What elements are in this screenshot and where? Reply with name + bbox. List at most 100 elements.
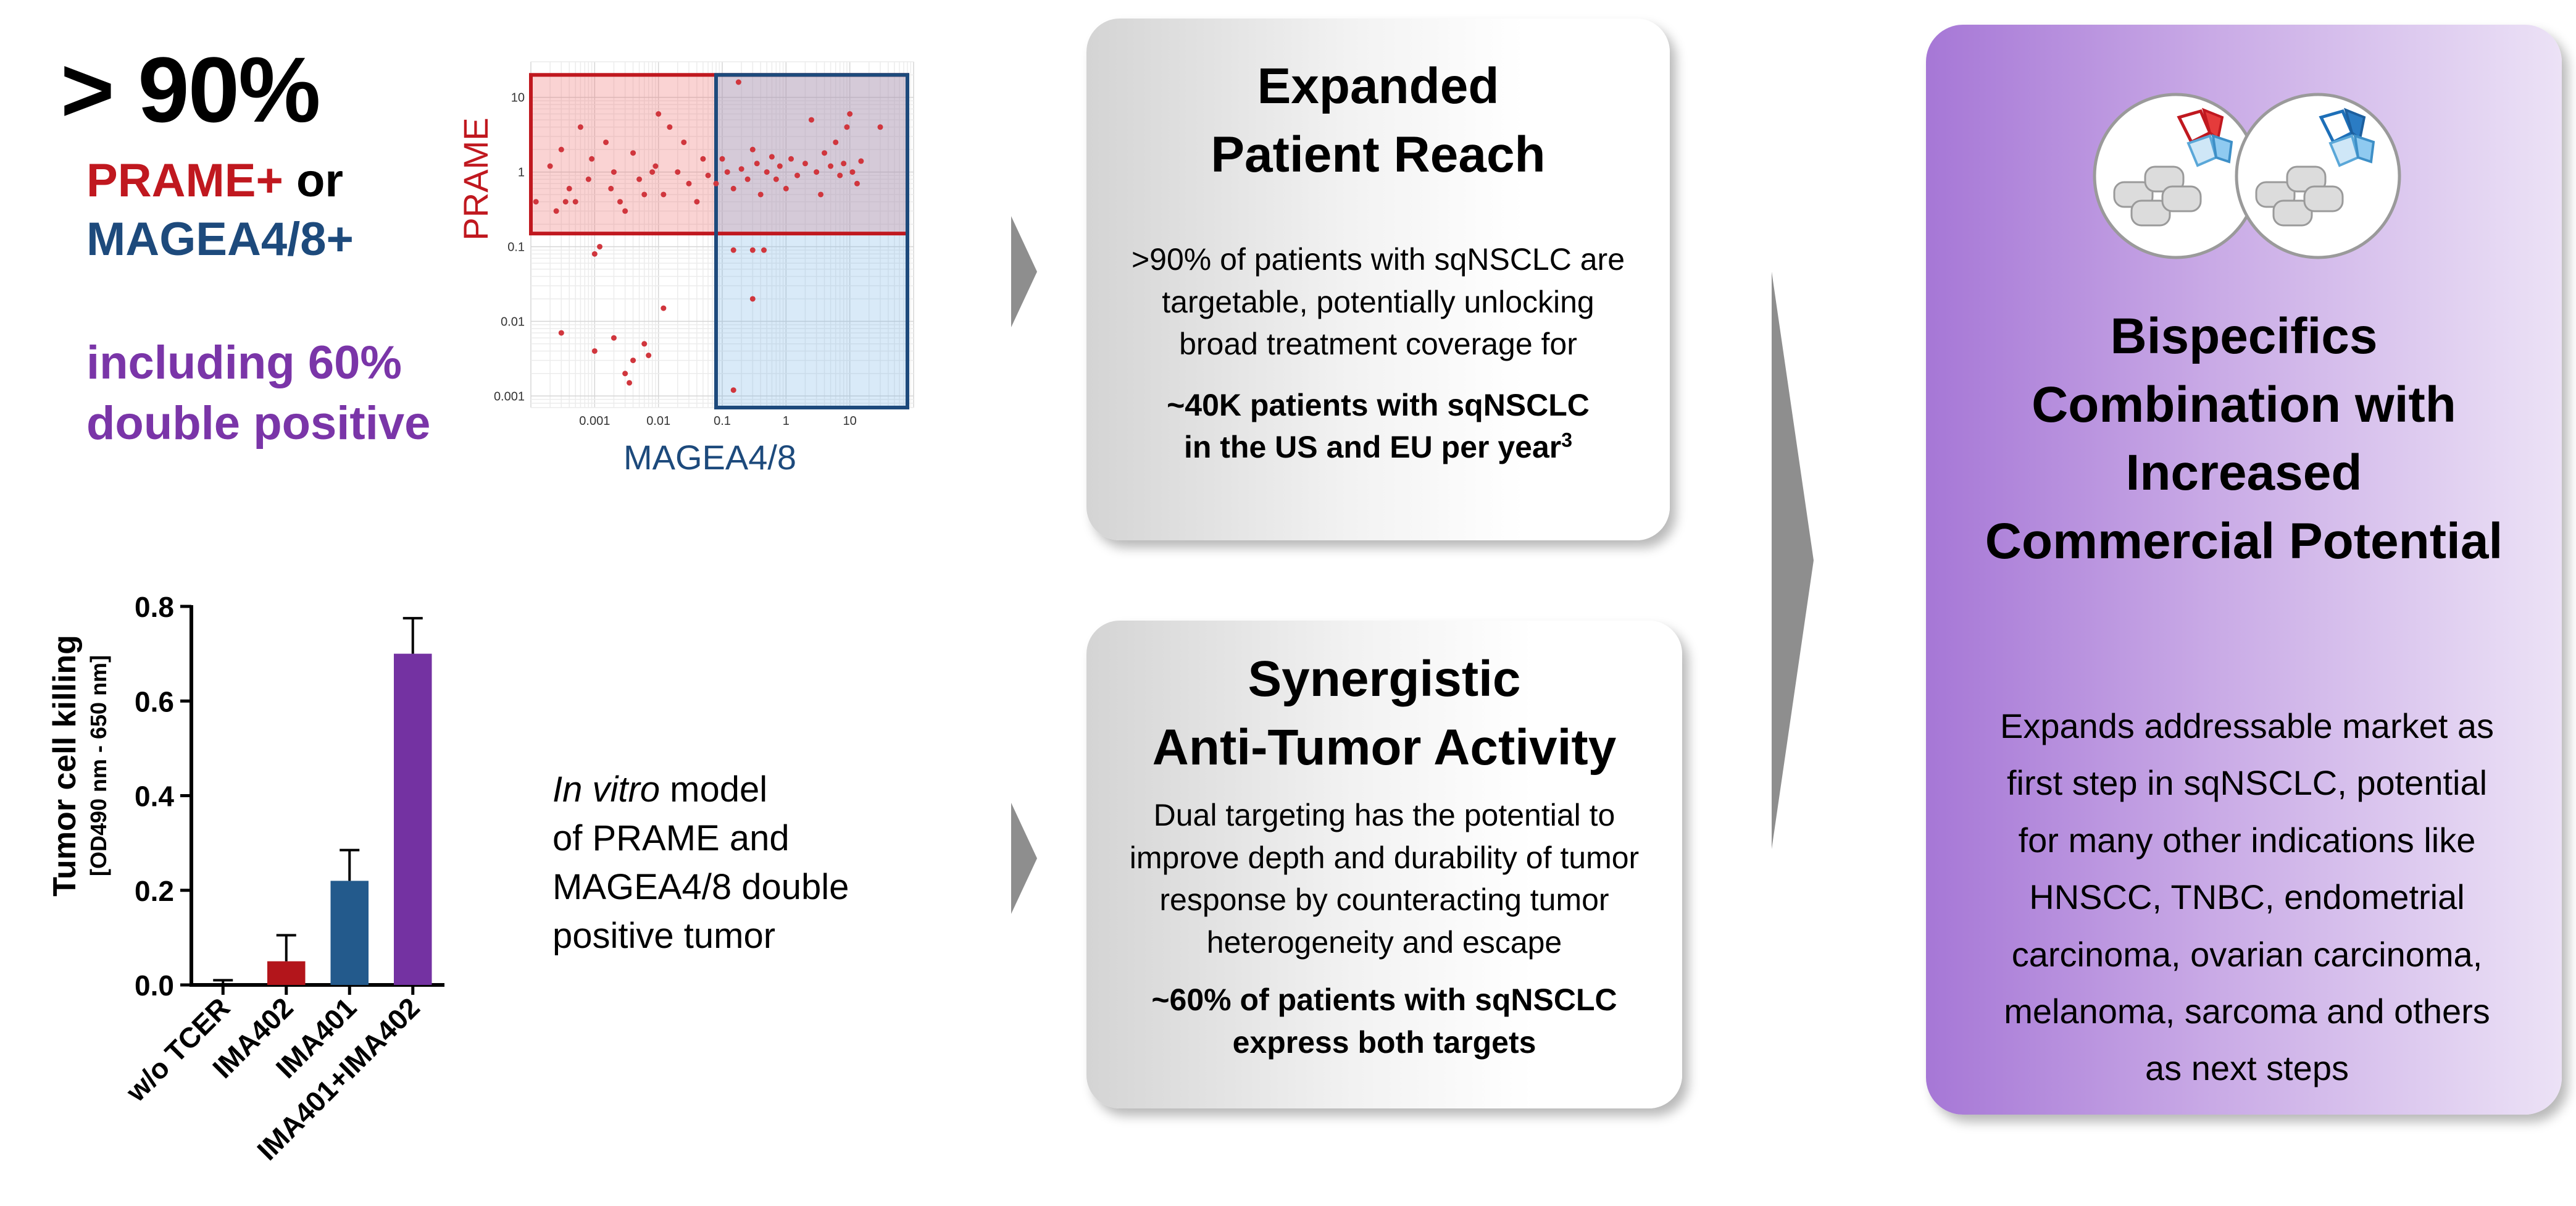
scatter-point xyxy=(562,199,569,205)
card-reach-bold-line1: ~40K patients with sqNSCLC xyxy=(1167,387,1590,422)
panel-title: Bispecifics Combination with Increased C… xyxy=(1926,303,2562,576)
scatter-point xyxy=(533,199,539,205)
scatter-point xyxy=(783,185,789,191)
in-vitro-italic: In vitro xyxy=(552,769,661,810)
scatter-point xyxy=(777,163,783,169)
scatter-point xyxy=(627,380,633,386)
tcer-molecule-red-icon xyxy=(2093,93,2259,259)
in-vitro-caption: In vitro model of PRAME and MAGEA4/8 dou… xyxy=(552,766,923,961)
chevron-right-icon xyxy=(1011,803,1037,914)
card-syn-title-line2: Anti-Tumor Activity xyxy=(1152,719,1617,776)
scatter-point xyxy=(773,176,779,182)
bar xyxy=(394,653,432,985)
scatter-point xyxy=(694,199,700,205)
scatter-point xyxy=(788,156,794,162)
scatter-point xyxy=(757,191,764,198)
card-reach-body-line3: broad treatment coverage for xyxy=(1179,327,1577,362)
bar-y-tick-label: 0.8 xyxy=(135,591,174,623)
bar-y-axis-label: Tumor cell killing xyxy=(47,635,83,897)
scatter-point xyxy=(724,169,730,175)
bar-y-tick-label: 0.2 xyxy=(135,875,174,907)
card-expanded-patient-reach: Expanded Patient Reach >90% of patients … xyxy=(1086,19,1670,540)
scatter-point xyxy=(749,296,756,302)
scatter-point xyxy=(641,341,648,347)
scatter-point xyxy=(847,111,853,117)
scatter-x-tick-label: 0.01 xyxy=(646,414,670,428)
card-syn-bold-line1: ~60% of patients with sqNSCLC xyxy=(1151,982,1617,1018)
region-prame-positive xyxy=(531,75,907,234)
in-vitro-line1: model xyxy=(660,769,768,810)
panel-body-line5: carcinoma, ovarian carcinoma, xyxy=(2011,934,2483,974)
footnote-marker: 3 xyxy=(1561,429,1573,451)
scatter-point xyxy=(808,117,814,123)
card-syn-title-line1: Synergistic xyxy=(1248,651,1521,707)
scatter-point xyxy=(611,169,617,175)
card-reach-bold-line2-text: in the US and EU per year xyxy=(1183,430,1562,465)
bispecifics-panel: Bispecifics Combination with Increased C… xyxy=(1926,25,2562,1115)
stat-line-including: including 60% xyxy=(86,337,402,389)
region-magea-positive xyxy=(715,75,907,408)
scatter-point xyxy=(656,111,662,117)
panel-title-line4: Commercial Potential xyxy=(1985,513,2503,570)
scatter-point xyxy=(572,199,578,205)
prame-positive-label: PRAME+ xyxy=(86,154,283,207)
panel-body-line1: Expands addressable market as xyxy=(2000,706,2494,745)
scatter-point xyxy=(833,139,839,145)
scatter-point xyxy=(802,161,808,167)
region-magea-border xyxy=(714,73,909,409)
scatter-point xyxy=(761,247,767,253)
scatter-point xyxy=(814,169,820,175)
scatter-point xyxy=(686,180,692,186)
scatter-point xyxy=(630,150,636,156)
card-reach-body-line1: >90% of patients with sqNSCLC are xyxy=(1131,242,1625,277)
stat-line-prame: PRAME+ or xyxy=(86,151,343,210)
scatter-point xyxy=(649,169,656,175)
in-vitro-line2: of PRAME and xyxy=(552,818,790,858)
panel-title-line3: Increased xyxy=(2125,445,2362,501)
scatter-point xyxy=(858,158,864,164)
scatter-y-tick-label: 0.001 xyxy=(494,390,525,403)
scatter-point xyxy=(597,243,603,249)
scatter-point xyxy=(646,352,652,358)
scatter-point xyxy=(603,139,609,145)
scatter-point xyxy=(667,124,673,130)
scatter-point xyxy=(713,180,719,186)
scatter-point xyxy=(553,208,559,214)
bar-y-axis-unit: [OD490 nm - 650 nm] xyxy=(86,655,111,876)
scatter-point xyxy=(675,169,681,175)
scatter-point xyxy=(661,191,667,198)
scatter-point xyxy=(608,185,614,191)
in-vitro-line3: MAGEA4/8 double xyxy=(552,866,849,907)
large-chevron-right-icon xyxy=(1772,272,1814,849)
scatter-point xyxy=(589,156,595,162)
scatter-point xyxy=(730,247,736,253)
scatter-point xyxy=(749,247,756,253)
scatter-point xyxy=(877,124,883,130)
scatter-point xyxy=(566,185,572,191)
scatter-point xyxy=(730,387,736,393)
scatter-point xyxy=(764,169,770,175)
scatter-point xyxy=(841,161,847,167)
scatter-point xyxy=(585,176,591,182)
bar xyxy=(330,881,369,985)
scatter-x-tick-label: 10 xyxy=(843,414,857,428)
bar-y-tick-label: 0.6 xyxy=(135,685,174,718)
tcer-molecule-blue-icon xyxy=(2235,93,2401,259)
scatter-point xyxy=(844,124,850,130)
scatter-point xyxy=(849,169,856,175)
scatter-y-tick-label: 0.1 xyxy=(507,240,525,254)
panel-body-line4: HNSCC, TNBC, endometrial xyxy=(2029,877,2465,917)
panel-body: Expands addressable market as first step… xyxy=(1975,698,2519,1097)
scatter-y-tick-label: 10 xyxy=(511,91,525,105)
card-syn-bold-line2: express both targets xyxy=(1232,1024,1536,1060)
scatter-point xyxy=(622,208,628,214)
card-reach-bold-line2: in the US and EU per year3 xyxy=(1086,426,1670,469)
scatter-point xyxy=(854,180,860,186)
card-syn-body-line1: Dual targeting has the potential to xyxy=(1153,798,1615,833)
chevron-right-icon xyxy=(1011,216,1037,327)
scatter-point xyxy=(769,154,775,160)
scatter-point xyxy=(558,330,564,336)
panel-body-line3: for many other indications like xyxy=(2018,820,2476,860)
scatter-points xyxy=(533,79,883,393)
